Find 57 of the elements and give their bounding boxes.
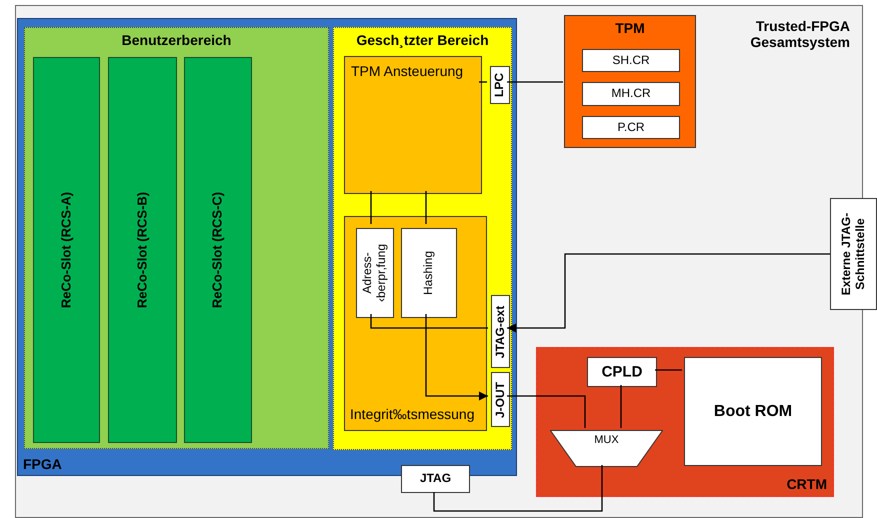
module-block <box>344 216 487 431</box>
block-heading: TPM <box>614 20 646 36</box>
module-label: TPM Ansteuerung <box>351 63 464 80</box>
system-frame <box>15 5 863 518</box>
register-label: SH.CR <box>611 54 651 68</box>
slot-block <box>33 57 100 443</box>
area-heading: Benutzerbereich <box>120 32 232 48</box>
module-label: Integrit‰tsmessung <box>350 406 474 422</box>
register-box <box>582 82 680 106</box>
connection-line <box>507 81 563 83</box>
slot-block <box>184 57 252 443</box>
connection-line <box>620 385 622 428</box>
connection-line <box>655 369 682 371</box>
interface-box <box>830 198 877 310</box>
slot-block <box>108 57 177 443</box>
crtm-block <box>536 347 834 497</box>
port-label: J-OUT <box>494 380 508 420</box>
connection-line <box>433 465 603 512</box>
connection-line <box>425 191 427 224</box>
function-box <box>356 228 394 318</box>
slot-label: ReCo-Slot (RCS-B) <box>135 190 150 310</box>
block-label: FPGA <box>23 456 62 472</box>
function-box <box>401 228 457 318</box>
port-box <box>491 372 510 427</box>
register-box <box>582 116 680 139</box>
chip-label: CPLD <box>600 363 644 381</box>
port-box <box>490 66 510 104</box>
chip-box <box>587 357 657 387</box>
slot-label: ReCo-Slot (RCS-C) <box>210 190 226 310</box>
area-heading: Gesch¸tzter Bereich <box>355 32 490 48</box>
arrow <box>425 314 488 400</box>
module-block <box>344 56 482 194</box>
port-label: LPC <box>493 72 507 99</box>
connection-line <box>370 191 372 224</box>
function-label: Hashing <box>422 250 436 298</box>
connector-label: JTAG <box>418 472 452 486</box>
port-box <box>491 295 510 368</box>
arrow <box>507 253 830 332</box>
slot-label: ReCo-Slot (RCS-A) <box>59 190 74 310</box>
block-label: CRTM <box>786 476 827 492</box>
port-label: JTAG-ext <box>494 304 508 360</box>
register-label: MH.CR <box>610 87 652 101</box>
register-label: P.CR <box>616 120 646 134</box>
connector-box <box>401 465 470 493</box>
mux-label: MUX <box>593 434 620 447</box>
frame-title: Trusted-FPGA Gesamtsystem <box>749 18 850 50</box>
function-label: Adress- ‹berpr‚fung <box>361 242 389 304</box>
interface-label: Externe JTAG- Schnittstelle <box>840 212 868 298</box>
connection-line <box>370 314 488 329</box>
user-area <box>24 27 329 449</box>
connection-line <box>507 395 586 428</box>
connection-line <box>479 81 487 83</box>
memory-label: Boot ROM <box>712 402 794 421</box>
tpm-block <box>564 15 696 148</box>
memory-box <box>684 357 822 466</box>
register-box <box>582 49 680 72</box>
protected-area <box>333 27 512 450</box>
